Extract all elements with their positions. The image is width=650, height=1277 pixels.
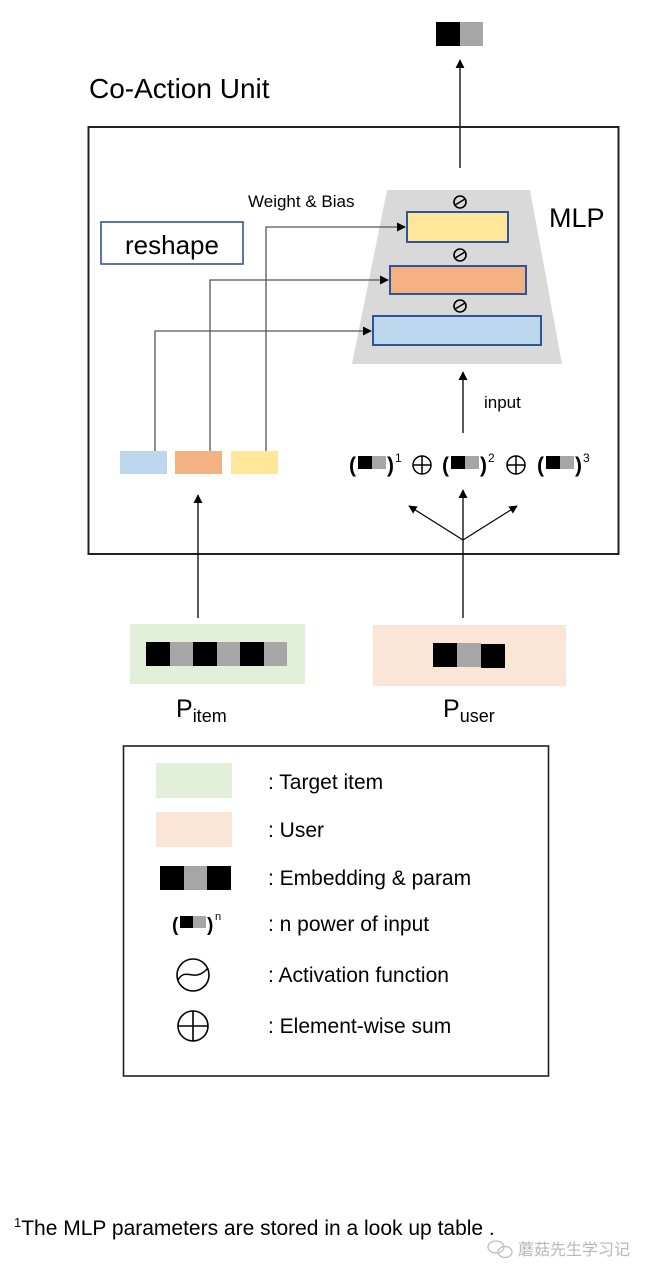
watermark: 蘑菇先生学习记 — [487, 1240, 630, 1259]
user-swatch — [156, 812, 232, 847]
input-label: input — [484, 393, 521, 412]
legend-label-target-item: : Target item — [268, 771, 383, 794]
p-item-main: P — [176, 695, 193, 723]
legend-element-wise-sum-icon — [177, 1010, 209, 1042]
wechat-icon — [487, 1240, 513, 1259]
legend-label-user: : User — [268, 819, 324, 842]
footnote: 1The MLP parameters are stored in a look… — [14, 1215, 495, 1240]
legend-label-n-power: : n power of input — [268, 913, 429, 936]
legend-label-element-wise-sum: : Element-wise sum — [268, 1015, 451, 1038]
element-wise-sum-icon — [506, 455, 526, 475]
embedding-param-icon — [160, 866, 231, 890]
exponent: n — [215, 911, 221, 923]
mlp-layer-middle — [389, 265, 527, 295]
legend-activation-icon — [176, 958, 210, 992]
legend-label-activation: : Activation function — [268, 964, 449, 987]
weight-bias-label: Weight & Bias — [248, 192, 354, 211]
param-slice-blue — [120, 451, 167, 474]
activation-icon — [453, 299, 467, 313]
open-paren: ( — [442, 454, 449, 477]
reshape-box — [100, 221, 244, 265]
mlp-label: MLP — [549, 203, 605, 233]
output-embedding — [436, 22, 483, 46]
fork-right-arrow — [462, 505, 518, 541]
watermark-text: 蘑菇先生学习记 — [518, 1240, 630, 1259]
mlp-layer-bottom — [372, 315, 542, 346]
p-item-label: Pitem — [176, 695, 227, 726]
fork-left-arrow — [408, 505, 464, 541]
connector-yellow-to-top-layer — [265, 222, 406, 451]
p-user-main: P — [443, 695, 460, 723]
close-paren: ) — [387, 454, 394, 477]
exponent: 3 — [583, 451, 590, 465]
p-user-label: Puser — [443, 695, 495, 726]
p-user-subscript: user — [460, 706, 495, 726]
legend-box — [122, 745, 550, 1077]
exponent: 1 — [395, 451, 402, 465]
param-slice-orange — [175, 451, 222, 474]
power-term-1: ( ) 1 — [349, 451, 402, 477]
close-paren: ) — [207, 915, 213, 936]
legend-label-embedding-param: : Embedding & param — [268, 867, 471, 890]
open-paren: ( — [537, 454, 544, 477]
open-paren: ( — [349, 454, 356, 477]
power-term-3: ( ) 3 — [537, 451, 590, 477]
open-paren: ( — [172, 915, 179, 936]
element-wise-sum-icon — [412, 455, 432, 475]
p-item-subscript: item — [193, 706, 227, 726]
power-icon: ( ) n — [172, 911, 221, 936]
target-item-swatch — [156, 763, 232, 798]
close-paren: ) — [480, 454, 487, 477]
close-paren: ) — [575, 454, 582, 477]
p-user-embedding — [433, 643, 505, 668]
connector-orange-to-middle-layer — [209, 275, 389, 451]
p-item-embedding — [146, 642, 287, 666]
reshape-label: reshape — [125, 230, 219, 260]
co-action-unit-box — [87, 126, 620, 555]
footnote-marker: 1 — [14, 1215, 21, 1230]
activation-icon — [453, 248, 467, 262]
exponent: 2 — [488, 451, 495, 465]
activation-icon — [453, 195, 467, 209]
param-slice-yellow — [231, 451, 278, 474]
connector-blue-to-bottom-layer — [154, 326, 372, 451]
mlp-layer-top — [406, 211, 509, 243]
diagram-title: Co-Action Unit — [89, 73, 270, 104]
footnote-text: The MLP parameters are stored in a look … — [21, 1217, 495, 1240]
power-term-2: ( ) 2 — [442, 451, 495, 477]
